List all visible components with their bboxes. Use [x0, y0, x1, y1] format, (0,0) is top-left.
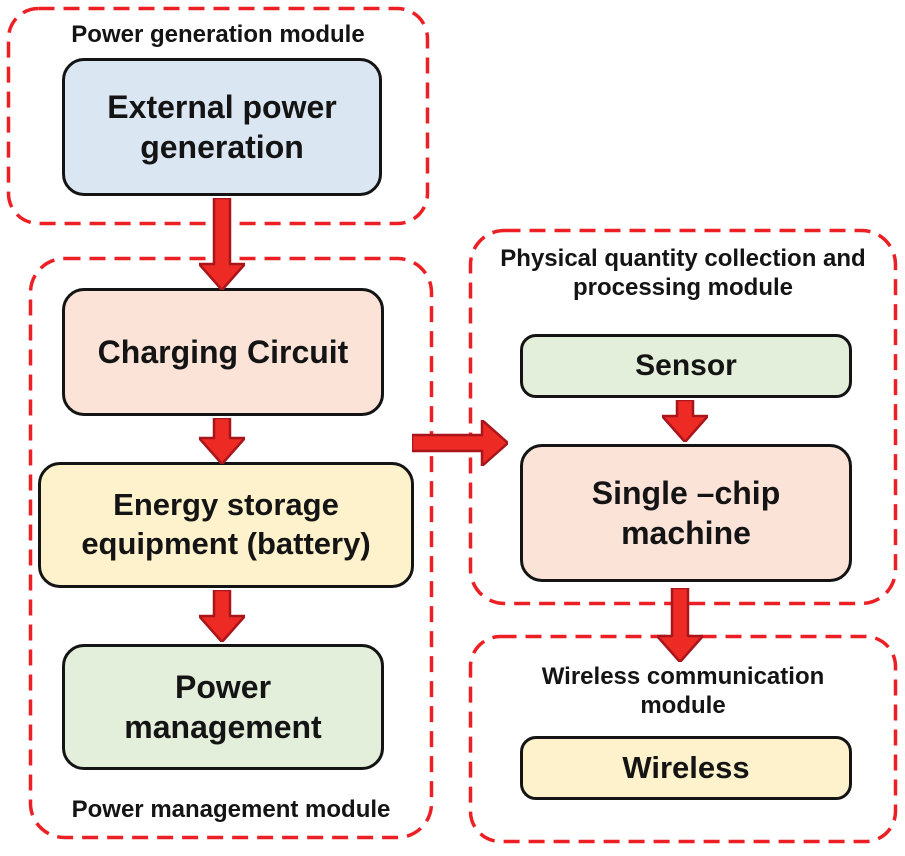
physical-quantity-module-label-text: Physical quantity collection and process…	[500, 245, 866, 302]
physical-quantity-module-label: Physical quantity collection and process…	[468, 244, 898, 303]
arrow-storage-to-power-management	[199, 590, 245, 642]
wireless-module-label-text: Wireless communication module	[541, 663, 825, 720]
power-management-module-label: Power management module	[28, 795, 434, 824]
power-management-module-container: Power management module	[28, 256, 434, 840]
single-chip-machine-label: Single –chip machine	[591, 475, 781, 551]
power-management-label: Power management	[124, 669, 322, 745]
power-management-module-label-text: Power management module	[71, 795, 391, 823]
wireless-module-label: Wireless communication module	[468, 662, 898, 721]
external-power-generation-box: External power generation	[62, 58, 382, 196]
arrow-single-chip-to-wireless	[657, 588, 703, 662]
energy-storage-box: Energy storage equipment (battery)	[38, 462, 414, 588]
wireless-label: Wireless	[622, 749, 750, 785]
power-generation-module-label: Power generation module	[6, 20, 430, 49]
dashed-border	[468, 228, 898, 606]
single-chip-machine-box: Single –chip machine	[520, 444, 852, 582]
external-power-generation-label: External power generation	[107, 89, 337, 165]
power-management-box: Power management	[62, 644, 384, 770]
sensor-label: Sensor	[635, 349, 737, 383]
arrow-generation-to-charging	[199, 198, 245, 290]
arrow-sensor-to-single-chip	[662, 400, 708, 442]
sensor-box: Sensor	[520, 334, 852, 398]
energy-storage-label: Energy storage equipment (battery)	[81, 487, 371, 561]
power-generation-module-label-text: Power generation module	[71, 21, 365, 48]
charging-circuit-box: Charging Circuit	[62, 288, 384, 416]
arrow-charging-to-storage	[199, 418, 245, 464]
charging-circuit-label: Charging Circuit	[97, 334, 349, 370]
physical-quantity-module-container: Physical quantity collection and process…	[468, 228, 898, 606]
arrow-power-module-to-collection-module	[412, 420, 508, 466]
wireless-box: Wireless	[520, 736, 852, 800]
